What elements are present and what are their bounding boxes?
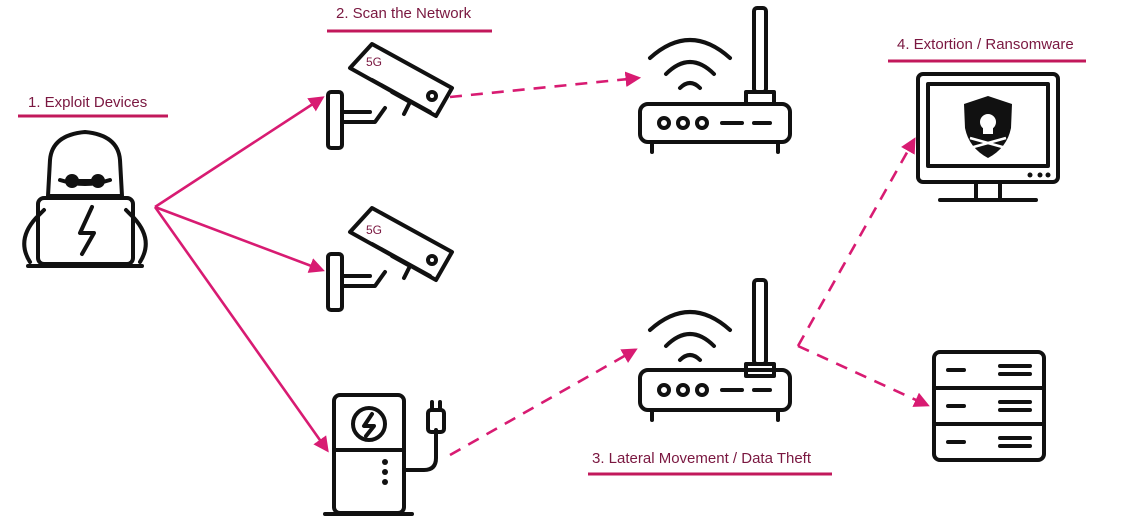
arrow-hacker-to-ev-charger <box>153 206 329 453</box>
movement-arrows <box>449 71 930 457</box>
arrow-hacker-to-camera-middle <box>154 205 325 273</box>
arrow-ev-charger-to-router-bottom <box>449 348 638 457</box>
ev-charger-icon <box>323 393 446 516</box>
security-camera-top-icon <box>326 42 454 150</box>
hacker-icon <box>22 130 148 268</box>
step-4-label: 4. Extortion / Ransomware <box>897 36 1074 53</box>
security-camera-middle-icon <box>326 206 454 312</box>
monitor-ransomware-icon <box>916 72 1060 202</box>
wifi-router-bottom-icon <box>638 278 792 422</box>
step-2-label-group: 2. Scan the Network <box>327 5 492 33</box>
server-rack-icon <box>932 350 1046 462</box>
exploit-arrows <box>153 96 329 453</box>
step-4-label-group: 4. Extortion / Ransomware <box>888 36 1086 63</box>
step-2-label: 2. Scan the Network <box>336 5 472 22</box>
step-1-label: 1. Exploit Devices <box>28 94 147 111</box>
camera-top-badge: 5G <box>366 55 382 69</box>
arrow-router-to-monitor <box>796 137 916 347</box>
arrow-router-to-server <box>797 344 930 407</box>
step-1-label-group: 1. Exploit Devices <box>18 94 168 118</box>
step-3-label-group: 3. Lateral Movement / Data Theft <box>588 450 832 476</box>
step-3-label: 3. Lateral Movement / Data Theft <box>592 450 812 467</box>
wifi-router-top-icon <box>638 6 792 154</box>
arrow-camera-to-router-top <box>449 71 642 99</box>
camera-middle-badge: 5G <box>366 223 382 237</box>
arrow-hacker-to-camera-top <box>154 96 325 209</box>
